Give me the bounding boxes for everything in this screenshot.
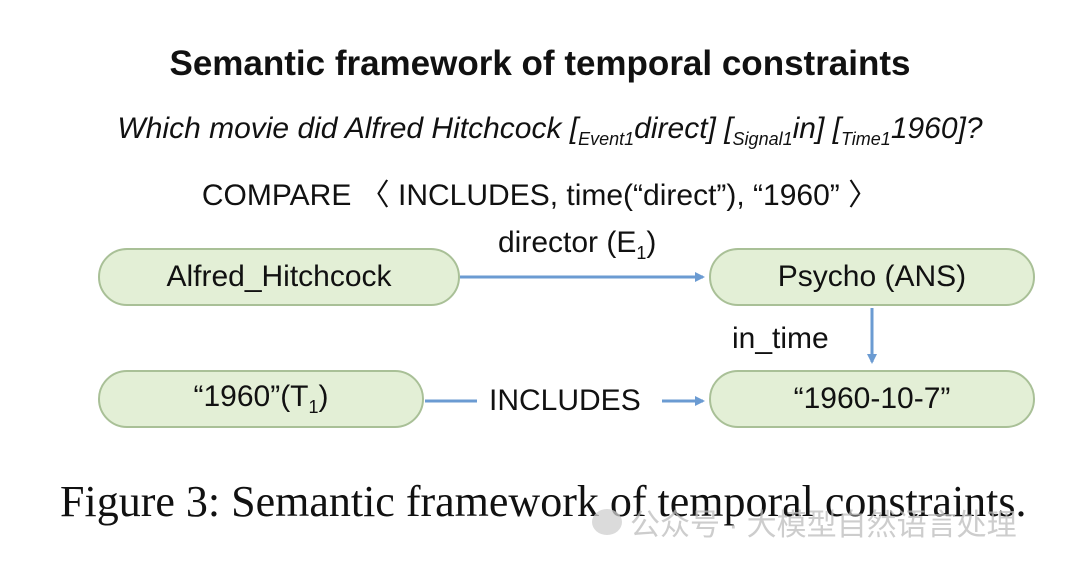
node-psycho: Psycho (ANS) <box>709 248 1035 306</box>
watermark-text: 公众号 · 大模型自然语言处理 <box>630 509 1017 542</box>
node-date: “1960-10-7” <box>709 370 1035 428</box>
edge-director-subscript: 1 <box>636 243 647 263</box>
diagram-title: Semantic framework of temporal constrain… <box>169 44 911 83</box>
signal-subscript: Signal1 <box>732 129 793 149</box>
question-text: Which movie did Alfred Hitchcock [Event1… <box>0 112 1080 150</box>
question-part-3: in] [ <box>792 112 841 145</box>
node-year-subscript: 1 <box>308 397 319 417</box>
node-1960-year: “1960”(T1) <box>98 370 424 428</box>
question-part-4: 1960]? <box>890 112 983 145</box>
watermark: 公众号 · 大模型自然语言处理 <box>592 500 1017 544</box>
time-subscript: Time1 <box>840 129 891 149</box>
node-year-end: ) <box>318 380 329 413</box>
event-subscript: Event1 <box>578 129 635 149</box>
edge-director-end: ) <box>646 226 657 259</box>
compare-expression: COMPARE 〈 INCLUDES, time(“direct”), “196… <box>201 179 879 212</box>
edge-label-director: director (E1) <box>498 226 656 264</box>
question-part-2: direct] [ <box>634 112 733 145</box>
edge-director-main: director (E <box>498 226 637 259</box>
node-year-main: “1960”(T <box>193 380 309 413</box>
edge-label-in-time: in_time <box>732 322 829 355</box>
node-year-label: “1960”(T1) <box>193 380 328 418</box>
wechat-icon <box>592 509 622 535</box>
node-date-label: “1960-10-7” <box>793 382 951 415</box>
node-psycho-label: Psycho (ANS) <box>777 260 967 293</box>
question-part-1: Which movie did Alfred Hitchcock [ <box>117 112 579 145</box>
node-alfred-hitchcock: Alfred_Hitchcock <box>98 248 460 306</box>
figure-caption: Figure 3: Semantic framework of temporal… <box>60 477 1027 526</box>
node-alfred-label: Alfred_Hitchcock <box>166 260 392 293</box>
edge-label-includes: INCLUDES <box>489 384 641 417</box>
